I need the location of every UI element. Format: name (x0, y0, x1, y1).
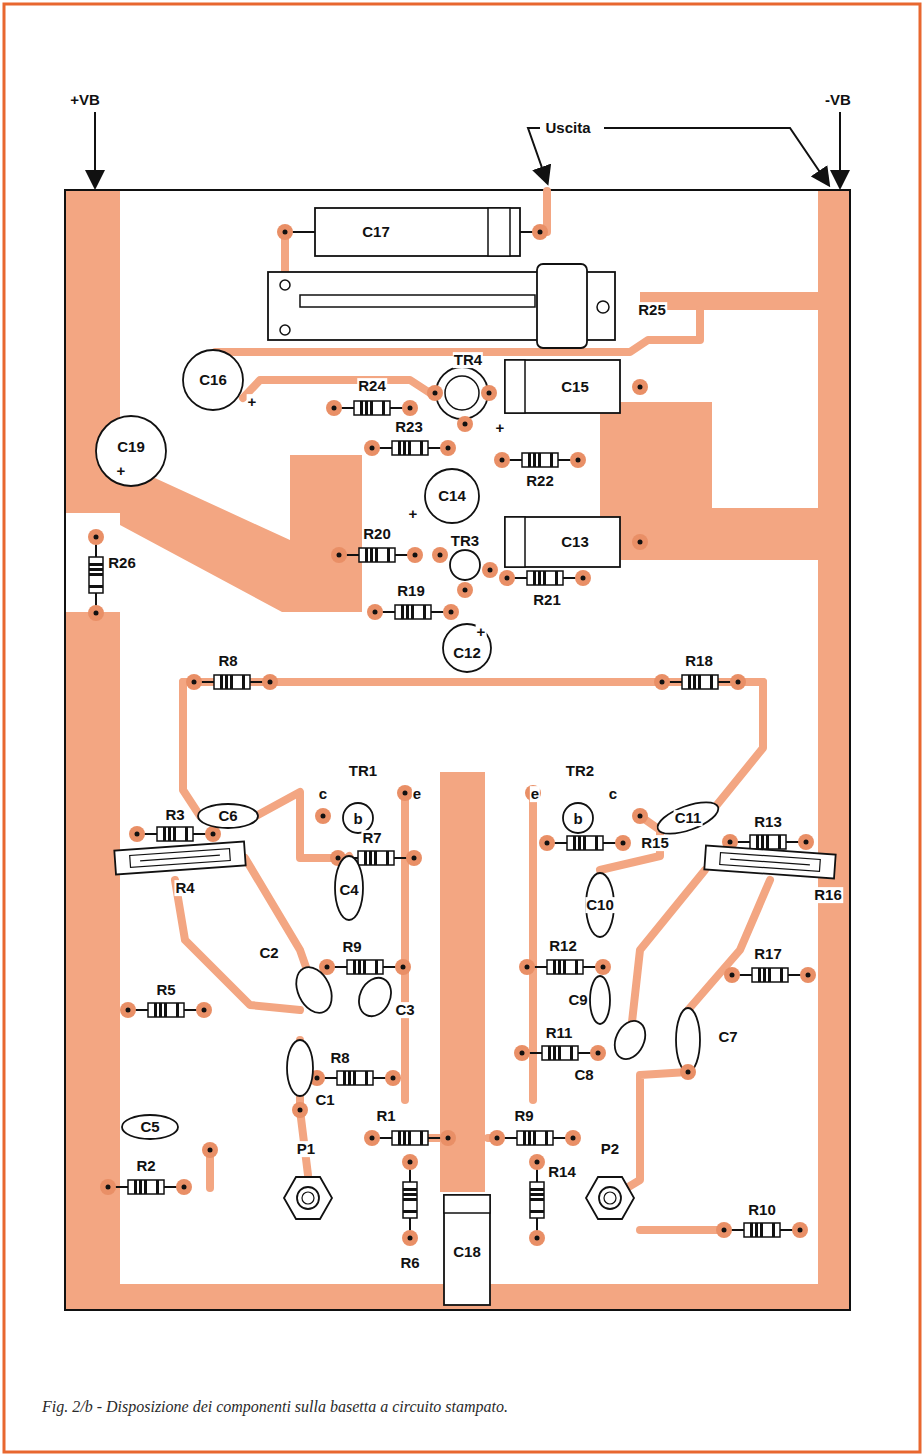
component-label: R5 (155, 982, 176, 998)
component-label: R6 (399, 1255, 420, 1271)
component-label: C15 (560, 379, 590, 395)
component-label: R17 (753, 946, 783, 962)
component-label: Uscita (544, 120, 591, 136)
component-label: e (530, 786, 540, 802)
figure-caption: Fig. 2/b - Disposizione dei componenti s… (42, 1398, 508, 1416)
component-label: C4 (338, 882, 359, 898)
component-label: R21 (532, 592, 562, 608)
component-label: P2 (600, 1141, 620, 1157)
component-label: C5 (139, 1119, 160, 1135)
component-label: TR1 (348, 763, 378, 779)
component-label: R9 (513, 1108, 534, 1124)
component-label: C17 (361, 224, 391, 240)
component-label: C7 (717, 1029, 738, 1045)
component-label: R7 (361, 830, 382, 846)
component-label: R10 (747, 1202, 777, 1218)
component-label: C6 (217, 808, 238, 824)
component-label: R15 (640, 835, 670, 851)
component-label: + (408, 506, 419, 522)
component-label: C13 (560, 534, 590, 550)
component-label: C9 (567, 992, 588, 1008)
component-label: R8 (329, 1050, 350, 1066)
component-label: R13 (753, 814, 783, 830)
component-label: + (476, 624, 487, 640)
component-label: e (412, 786, 422, 802)
component-label: R22 (525, 473, 555, 489)
component-label: R20 (362, 526, 392, 542)
component-label: b (572, 811, 583, 827)
component-label: C18 (452, 1244, 482, 1260)
component-label: R2 (135, 1158, 156, 1174)
component-label: + (247, 394, 258, 410)
component-label: + (495, 420, 506, 436)
component-label: TR4 (453, 352, 483, 368)
component-label: C1 (314, 1092, 335, 1108)
component-label: C14 (437, 488, 467, 504)
component-label: C12 (452, 645, 482, 661)
component-label: +VB (69, 92, 101, 108)
component-label: R23 (394, 419, 424, 435)
component-label: -VB (824, 92, 852, 108)
component-label: R8 (217, 653, 238, 669)
component-label: C19 (116, 439, 146, 455)
component-label: R16 (813, 887, 843, 903)
component-label: c (318, 786, 328, 802)
component-label: C16 (198, 372, 228, 388)
component-label: c (608, 786, 618, 802)
component-label: R26 (107, 555, 137, 571)
component-label: C10 (585, 897, 615, 913)
component-label: R4 (174, 880, 195, 896)
component-label: R11 (545, 1025, 574, 1041)
component-label: R14 (547, 1164, 577, 1180)
component-label: C3 (394, 1002, 415, 1018)
component-label: R24 (357, 378, 387, 394)
component-label: C8 (573, 1067, 594, 1083)
component-label: C11 (674, 810, 703, 826)
component-label: C2 (258, 945, 279, 961)
component-label: R18 (684, 653, 714, 669)
component-label: R1 (375, 1108, 396, 1124)
component-label: b (352, 811, 363, 827)
component-label: TR3 (450, 533, 480, 549)
component-label: R19 (396, 583, 426, 599)
component-label: + (116, 463, 127, 479)
component-label: R25 (637, 302, 667, 318)
component-label: TR2 (565, 763, 595, 779)
component-label: R12 (548, 938, 578, 954)
component-label: R3 (164, 807, 185, 823)
component-label: P1 (296, 1141, 316, 1157)
component-label: R9 (341, 939, 362, 955)
